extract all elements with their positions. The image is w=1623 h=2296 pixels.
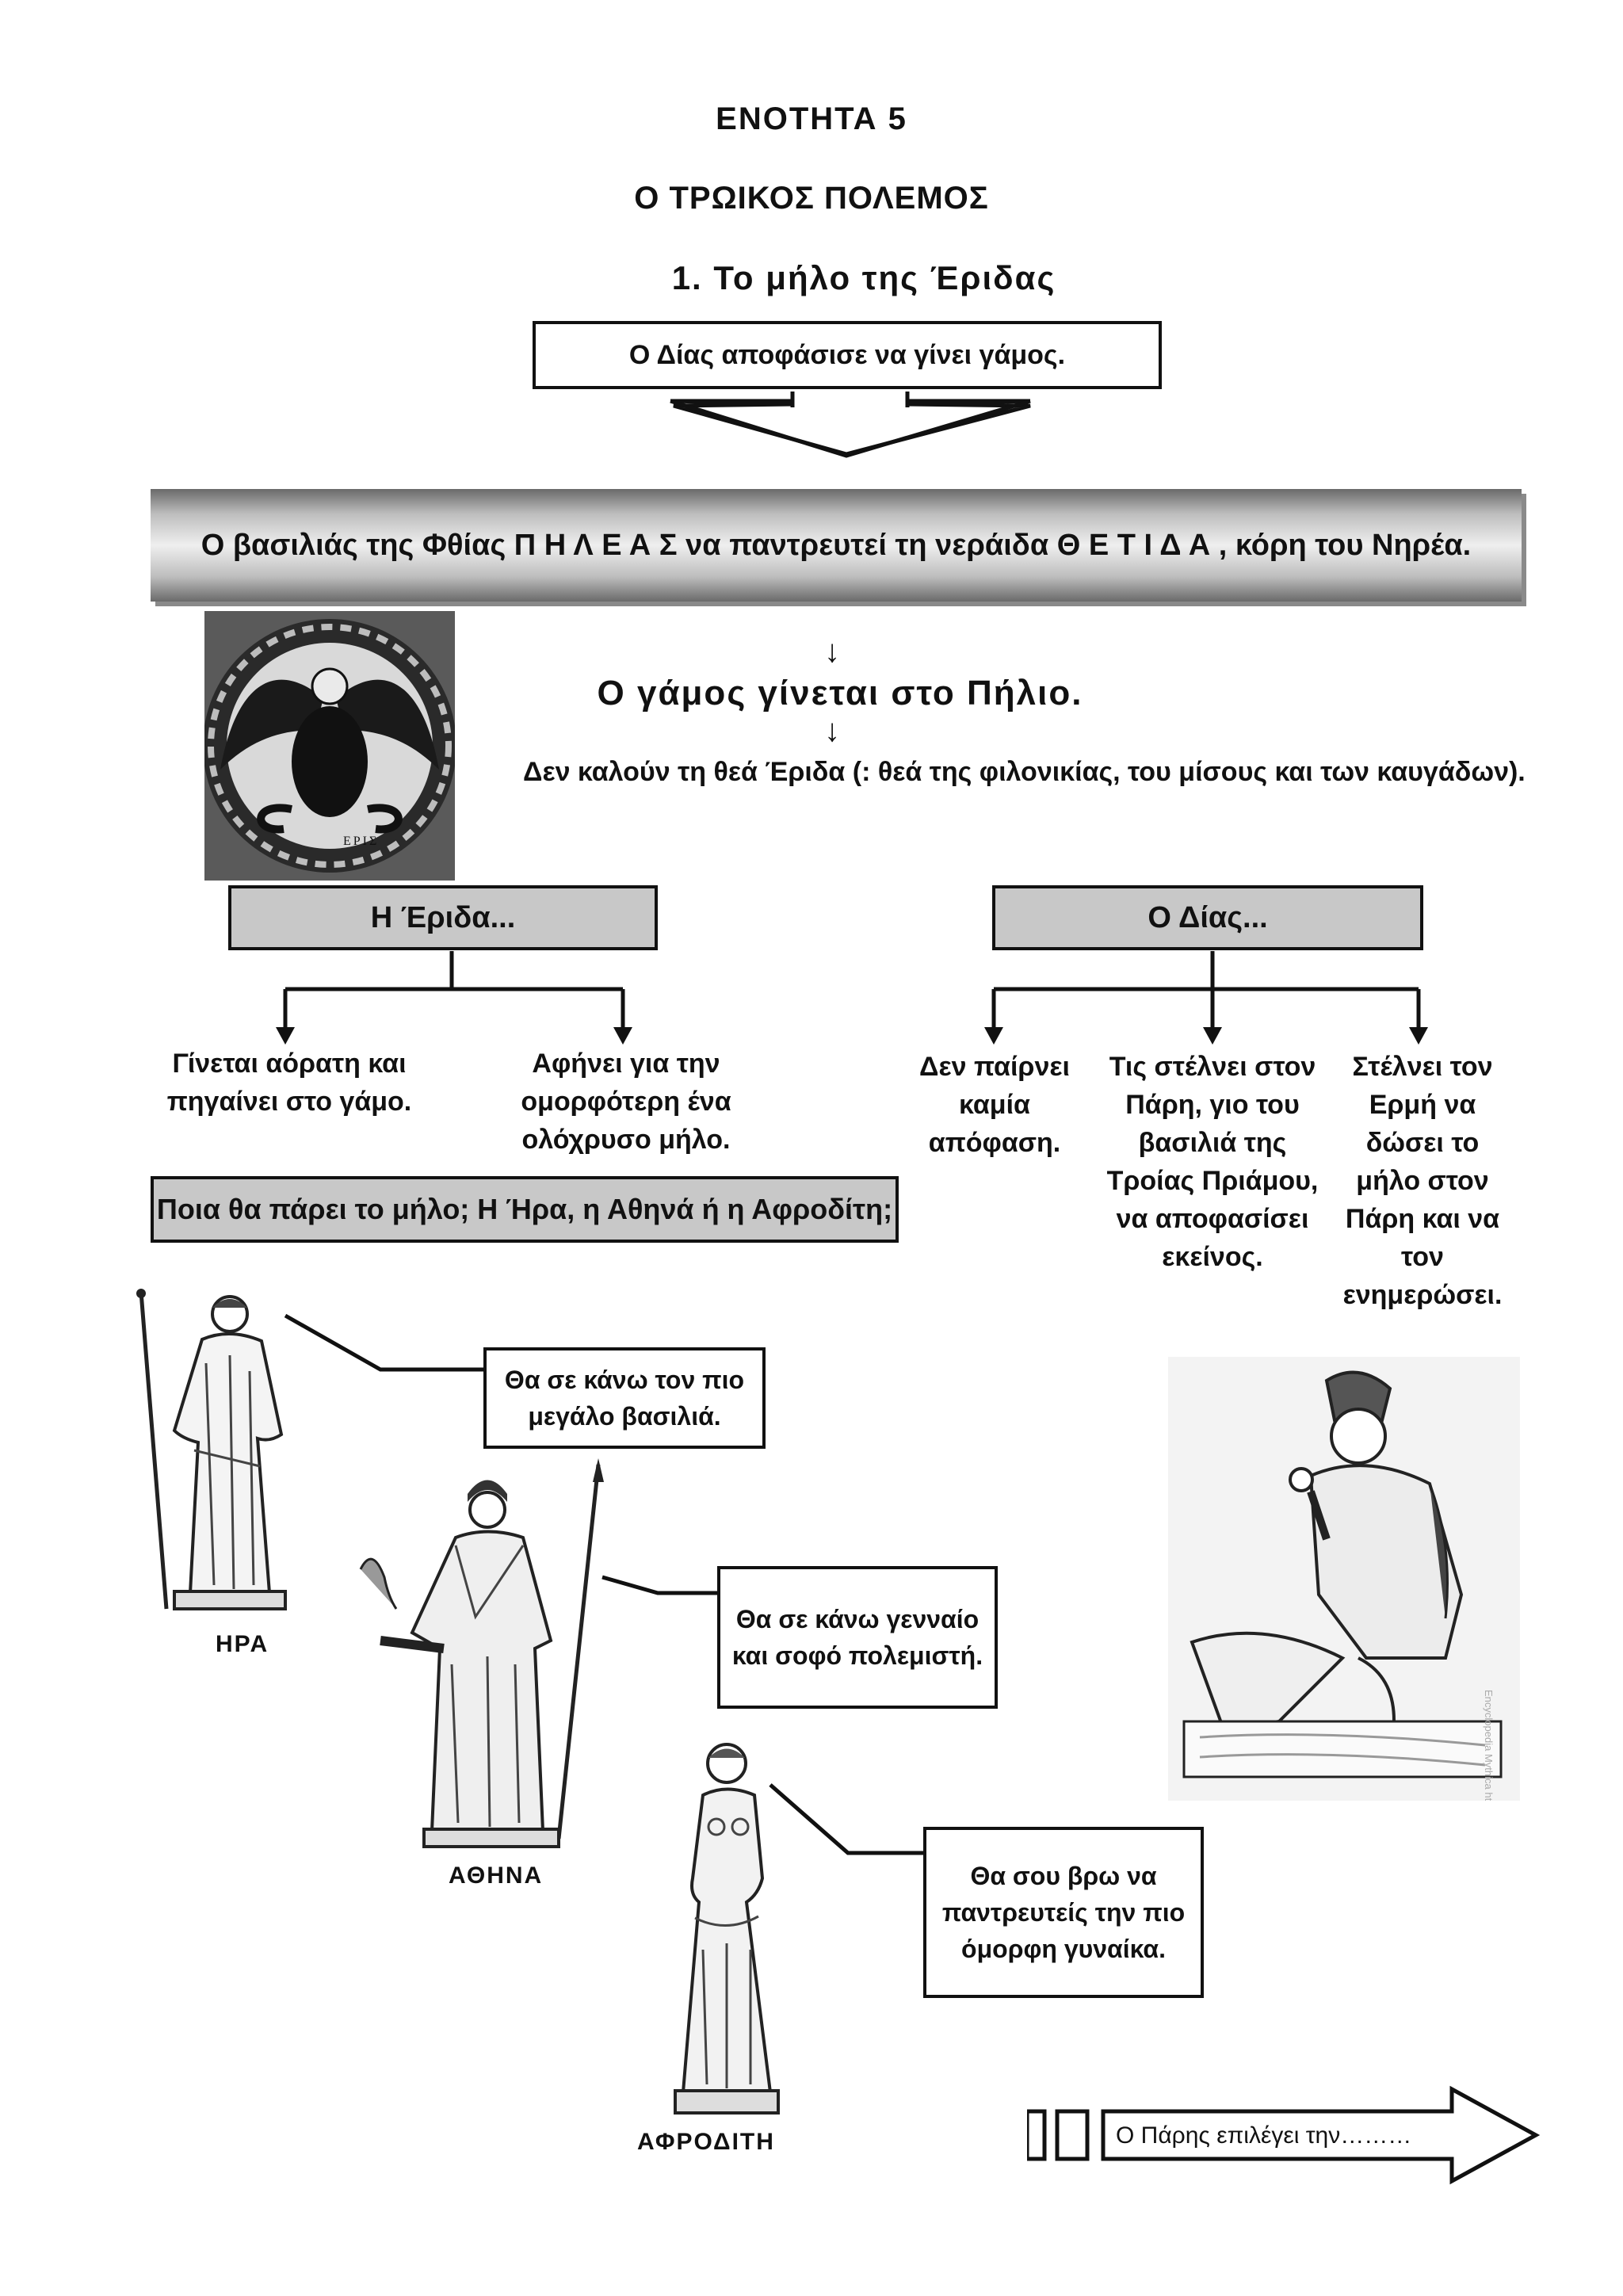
aphrodite-offer-box: Θα σου βρω να παντρευτείς την πιο όμορφη…: [923, 1827, 1204, 1998]
hera-statue-image: [119, 1276, 325, 1629]
svg-text:Encyclopedia Mythica http://ww: Encyclopedia Mythica http://www.pantheon…: [1483, 1690, 1495, 1801]
eris-not-invited-text: Δεν καλούν τη θεά Έριδα (: θεά της φιλον…: [523, 757, 1553, 788]
aphrodite-caption: ΑΦΡΟΔΙΤΗ: [637, 2129, 775, 2156]
paris-choice-text: Ο Πάρης επιλέγει την………: [1116, 2116, 1449, 2156]
paris-image: Encyclopedia Mythica http://www.pantheon…: [1168, 1357, 1520, 1801]
athena-offer-box: Θα σε κάνω γενναίο και σοφό πολεμιστή.: [717, 1566, 998, 1709]
aphrodite-statue-image: [643, 1736, 810, 2132]
svg-text:ΕΡΙΣ: ΕΡΙΣ: [343, 835, 379, 848]
arrowhead-icon: [984, 1027, 1003, 1045]
down-arrow-icon: ↓: [792, 634, 872, 670]
athena-speech-line: [602, 1577, 717, 1593]
eris-plate-image: ΕΡΙΣ: [204, 611, 455, 881]
arrowhead-icon: [613, 1027, 632, 1045]
zeus-item-send-hermes: Στέλνει τον Ερμή να δώσει το μήλο στον Π…: [1331, 1048, 1514, 1314]
arrowhead-icon: [276, 1027, 295, 1045]
hera-offer-box: Θα σε κάνω τον πιο μεγάλο βασιλιά.: [483, 1347, 766, 1449]
wedding-banner: Ο βασιλιάς της Φθίας Π Η Λ Ε Α Σ να παντ…: [151, 489, 1522, 602]
eris-item-golden-apple: Αφήνει για την ομορφότερη ένα ολόχρυσο μ…: [507, 1045, 745, 1159]
eris-heading-box: Η Έριδα...: [228, 885, 658, 950]
paris-choice-arrow: Ο Πάρης επιλέγει την………: [1027, 2084, 1582, 2186]
athena-statue-image: [357, 1458, 618, 1855]
arrow-notch: [792, 392, 907, 409]
zeus-heading-box: Ο Δίας...: [992, 885, 1423, 950]
wedding-place-text: Ο γάμος γίνεται στο Πήλιο.: [523, 674, 1157, 713]
hera-caption: ΗΡΑ: [216, 1631, 269, 1658]
down-arrow-icon: ↓: [792, 713, 872, 749]
down-arrow-icon: [674, 401, 1030, 454]
eris-item-invisible: Γίνεται αόρατη και πηγαίνει στο γάμο.: [158, 1045, 420, 1121]
question-box: Ποια θα πάρει το μήλο; Η Ήρα, η Αθηνά ή …: [151, 1176, 899, 1243]
arrowhead-icon: [1203, 1027, 1222, 1045]
arrowhead-icon: [1409, 1027, 1428, 1045]
zeus-item-no-decision: Δεν παίρνει καμία απόφαση.: [911, 1048, 1078, 1162]
arrow-sides: [670, 401, 1030, 456]
zeus-item-send-to-paris: Τις στέλνει στον Πάρη, γιο του βασιλιά τ…: [1106, 1048, 1319, 1276]
athena-caption: ΑΘΗΝΑ: [449, 1862, 543, 1889]
